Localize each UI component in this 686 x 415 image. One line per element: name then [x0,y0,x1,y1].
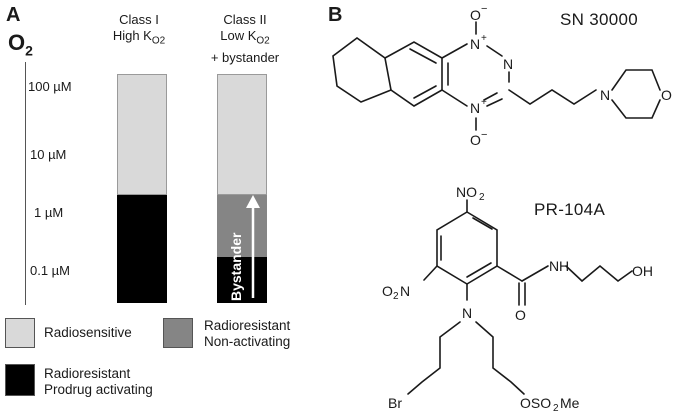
legend-activating-line1: Radioresistant [44,366,131,381]
legend-swatch-non-activating [163,318,193,348]
pr-oso2me-2: Me [560,395,580,411]
legend-activating-label: Radioresistant Prodrug activating [44,366,153,398]
pr-no2-top-sub: 2 [479,192,485,203]
panel-a-label: A [6,4,21,26]
sn-plus-bot: + [481,97,487,108]
pr-no2-left-o: O [382,283,393,299]
pr-no2-left-n: N [400,283,410,299]
legend-non-activating-label: Radioresistant Non-activating [204,318,290,350]
class2-bar-non-activating [217,195,267,257]
class1-kinetics: High KO2 [98,28,180,50]
sn30000-name: SN 30000 [560,10,639,29]
legend-swatch-radiosensitive [5,318,35,348]
sn-o-top: O [470,7,481,23]
class1-title: Class I [119,12,159,27]
class1-k-label: High K [112,28,152,43]
class2-k-label: Low K [220,28,257,43]
class2-title: Class II [223,12,267,27]
class2-header: Class II Low KO2 + bystander [198,12,292,66]
legend-radiosensitive-label: Radiosensitive [44,325,132,340]
panel-b-label: B [328,4,343,26]
sn-minus-bot: − [481,129,487,141]
sn-n-top: N [470,36,480,52]
sn-minus-top: − [481,3,487,15]
class1-header: Class I High KO2 [98,12,180,50]
tick-1um: 1 µM [34,205,64,220]
pr-oso2me-1: OSO [520,395,551,411]
class1-k-sub: O2 [151,35,166,47]
bystander-arrow-icon [246,195,260,298]
sn-n-morph: N [600,87,610,103]
sn30000-structure [332,21,661,131]
pr-no2-top: NO [456,184,477,200]
sn-plus-top: + [481,33,487,44]
tick-10um: 10 µM [30,147,67,162]
o2-axis-title-text: O [8,30,26,55]
class1-bar-activating [117,195,167,303]
tick-100um: 100 µM [28,79,72,94]
pr-br: Br [388,395,402,411]
sn-o-morph: O [661,87,672,103]
o2-axis-title: O2 [8,30,33,58]
sn-n-ring: N [503,56,513,72]
class1-bar-radiosensitive [117,74,167,195]
tick-0-1um: 0.1 µM [30,263,71,278]
legend-non-activating-line1: Radioresistant [204,318,291,333]
o2-axis-line [25,62,26,305]
pr-nh-h: H [559,258,569,274]
sn-o-bot: O [470,132,481,148]
pr-no2-left-sub: 2 [393,291,399,302]
pr104a-structure [407,199,633,395]
o2-axis-title-sub: 2 [25,42,33,59]
legend-non-activating-line2: Non-activating [204,334,291,349]
pr-nh-n: N [549,258,559,274]
legend-activating-line2: Prodrug activating [44,382,153,397]
class2-bar-radiosensitive [217,74,267,195]
class2-kinetics: Low KO2 [198,28,292,50]
pr104a-atoms: NO 2 O 2 N O N H N OH Br OSO 2 Me [382,184,653,414]
sn30000-atoms: N + O − N N + O − N O [470,3,672,148]
class2-bar-activating [217,257,267,303]
class2-bystander-note: + bystander [210,49,280,65]
class2-k-sub: O2 [256,35,270,47]
pr-o-carbonyl: O [515,307,526,323]
pr-n-amine: N [462,305,472,321]
sn-n-bot: N [470,100,480,116]
pr-oh: OH [632,263,653,279]
pr104a-name: PR-104A [534,200,606,219]
legend-swatch-activating [5,364,35,396]
pr-oso2me-sub: 2 [553,403,559,414]
